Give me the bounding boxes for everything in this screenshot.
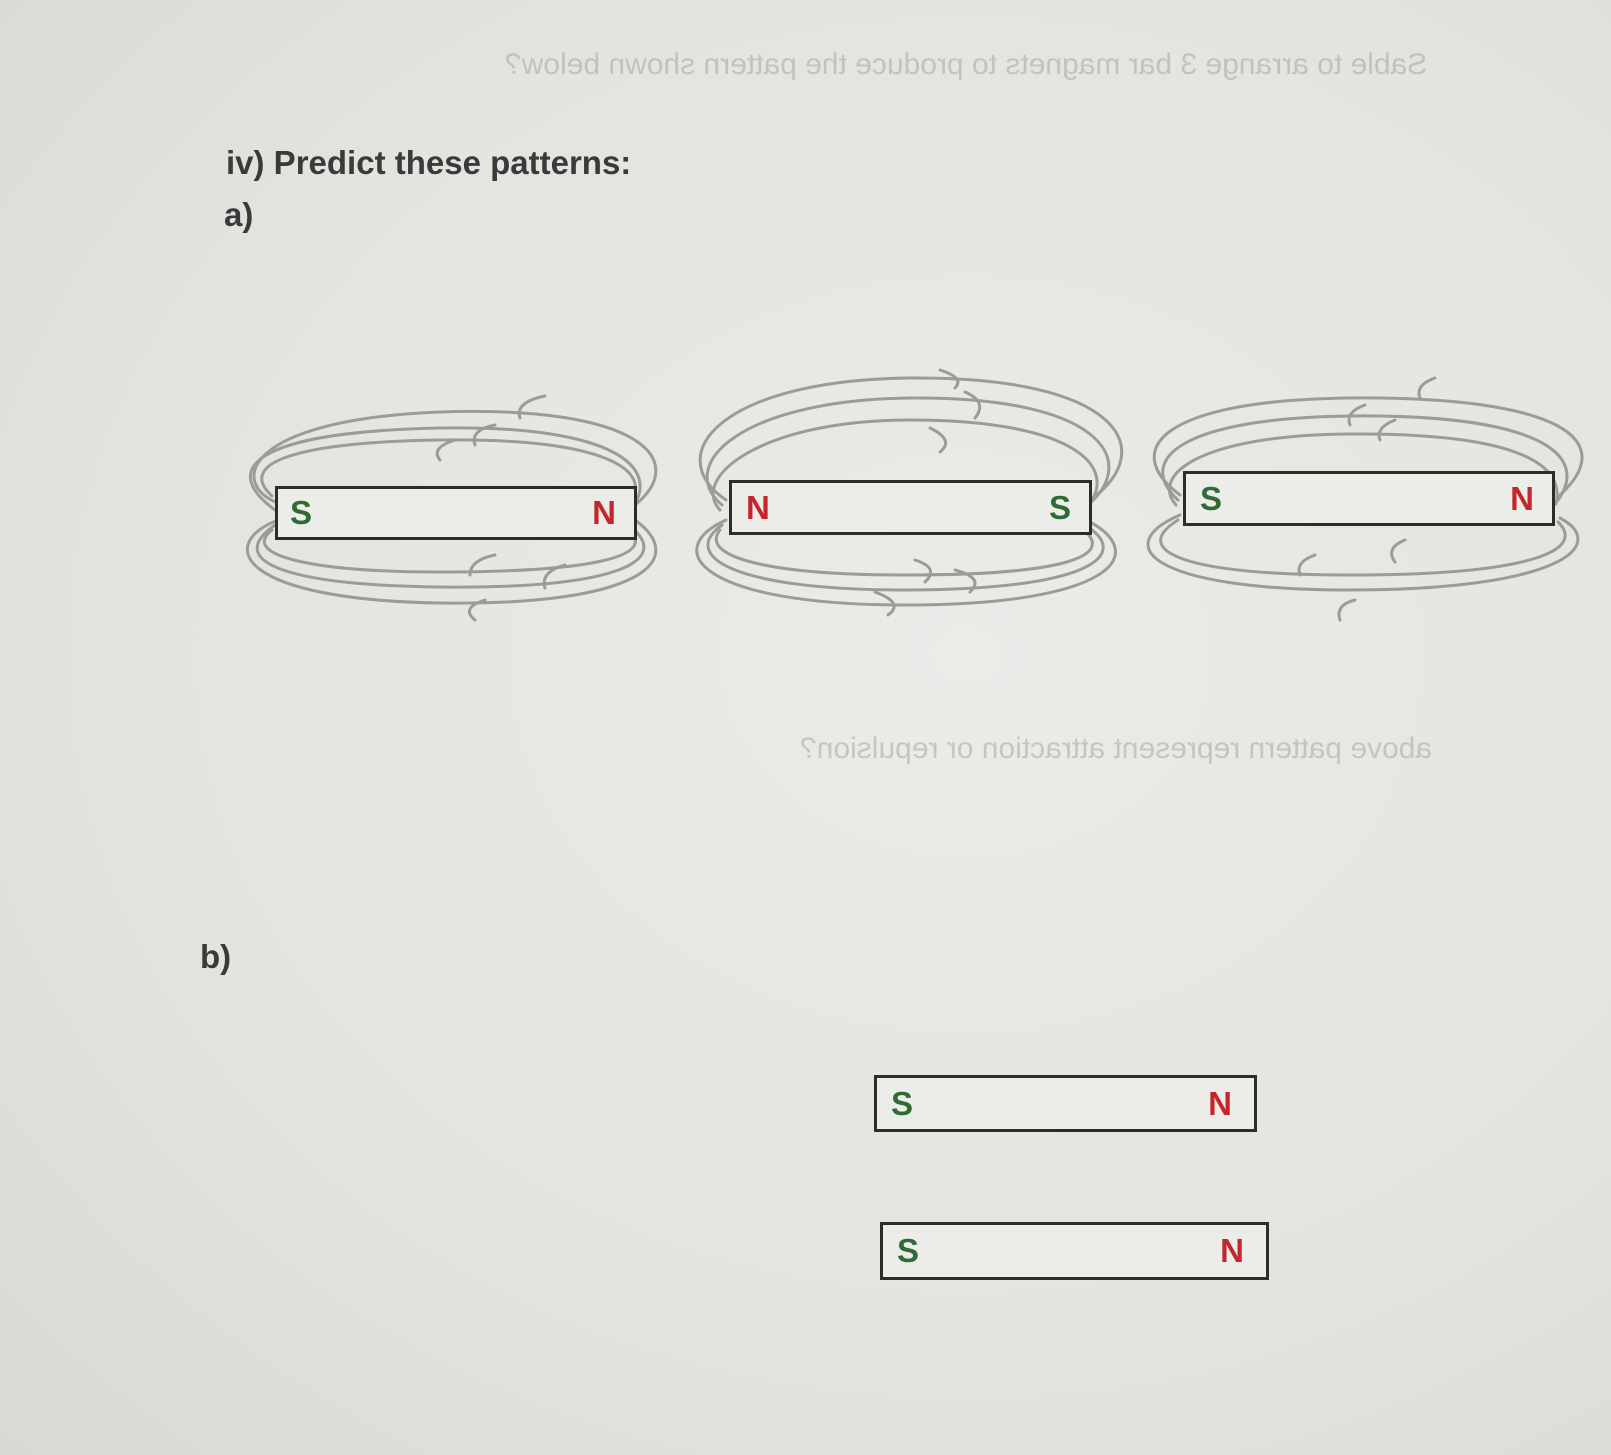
field-loop <box>1152 396 1584 497</box>
arrowhead-mark <box>1347 403 1367 427</box>
field-loop <box>706 523 1105 592</box>
north-pole-label: N <box>1510 479 1534 517</box>
north-pole-label: N <box>1208 1084 1232 1122</box>
field-loop <box>1159 518 1567 577</box>
arrowhead-mark <box>435 438 457 462</box>
field-loop <box>248 426 642 512</box>
bar-magnet: N S <box>729 480 1092 535</box>
arrowhead-mark <box>1377 418 1397 442</box>
part-a-label: a) <box>224 196 254 233</box>
bar-magnet: S N <box>1183 471 1555 526</box>
arrowhead-mark <box>953 568 977 594</box>
field-loop <box>245 518 658 605</box>
south-pole-label: S <box>1048 488 1071 526</box>
arrowhead-mark <box>517 394 547 420</box>
arrowhead-mark <box>468 553 497 577</box>
field-loop <box>695 518 1117 607</box>
south-pole-label: S <box>290 494 313 531</box>
arrowhead-mark <box>928 426 948 454</box>
field-loop <box>714 528 1094 577</box>
north-pole-label: N <box>746 488 770 526</box>
bar-magnet: S N <box>275 486 637 540</box>
field-loop <box>260 438 637 502</box>
arrowhead-mark <box>1297 553 1317 577</box>
field-loop <box>1146 513 1580 592</box>
arrowhead-mark <box>1390 538 1407 564</box>
bar-magnet: S N <box>880 1222 1269 1280</box>
bar-magnet: S N <box>874 1075 1257 1132</box>
south-pole-label: S <box>891 1084 914 1122</box>
arrowhead-mark <box>938 368 960 390</box>
field-loop <box>255 523 646 589</box>
field-loop <box>705 396 1111 507</box>
south-pole-label: S <box>1200 479 1223 517</box>
north-pole-label: N <box>1220 1232 1244 1269</box>
field-loop <box>711 418 1099 512</box>
question-heading: iv) Predict these patterns: <box>226 144 632 181</box>
arrowhead-mark <box>1417 376 1437 400</box>
arrowhead-mark <box>472 423 497 447</box>
field-loop <box>252 409 658 507</box>
north-pole-label: N <box>592 494 616 531</box>
arrowhead-mark <box>913 558 933 584</box>
field-loop <box>698 376 1124 502</box>
arrowhead-mark <box>873 590 896 617</box>
field-loop <box>262 528 637 574</box>
part-b-label: b) <box>200 938 232 975</box>
arrowhead-mark <box>467 598 487 622</box>
arrowhead-mark <box>963 390 982 420</box>
south-pole-label: S <box>897 1232 920 1269</box>
arrowhead-mark <box>1337 598 1357 622</box>
arrowhead-mark <box>542 563 567 590</box>
